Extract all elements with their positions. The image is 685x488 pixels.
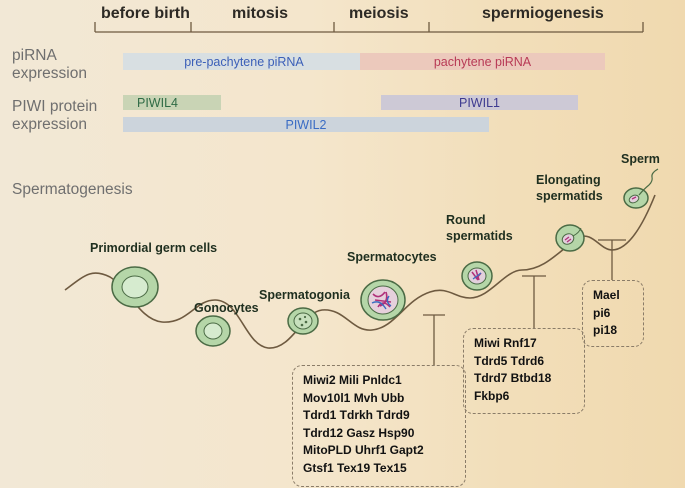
piwi-label-line1: PIWI protein: [12, 98, 98, 115]
stage-before-birth: before birth: [101, 5, 190, 22]
gene-box-late: Mael pi6 pi18: [582, 280, 644, 347]
pre-pachytene-pirna-label: pre-pachytene piRNA: [184, 54, 304, 69]
pre-pachytene-pirna-bar: pre-pachytene piRNA: [123, 53, 365, 70]
gonocytes-label: Gonocytes: [194, 301, 259, 315]
elongating-spermatid-cell: [555, 224, 585, 252]
round-spermatids-line2: spermatids: [446, 229, 513, 243]
gene-line: Gtsf1 Tex19 Tex15: [303, 460, 407, 475]
stage-timeline: [94, 22, 644, 33]
piwil4-bar: PIWIL4: [123, 95, 221, 110]
gene-line: pi6: [593, 305, 611, 320]
spermatogonia-label: Spermatogonia: [259, 288, 350, 302]
pirna-expression-label: piRNA expression: [12, 47, 87, 83]
piwi-label-line2: expression: [12, 116, 87, 133]
piwil4-label: PIWIL4: [137, 95, 178, 110]
gene-box-early: Miwi2 Mili Pnldc1 Mov10l1 Mvh Ubb Tdrd1 …: [292, 365, 466, 487]
stage-spermiogenesis: spermiogenesis: [482, 5, 604, 22]
gene-box-connectors: [423, 239, 626, 365]
gene-line: Tdrd7 Btbd18: [474, 371, 552, 385]
gene-line: Miwi Rnf17: [474, 336, 537, 350]
gene-line: Miwi2 Mili Pnldc1: [303, 373, 402, 387]
stage-meiosis: meiosis: [349, 5, 409, 22]
pirna-label-line2: expression: [12, 65, 87, 82]
spermatocyte-cell: [360, 279, 406, 321]
gene-line: Mov10l1 Mvh Ubb: [303, 390, 405, 405]
elongating-spermatids-line1: Elongating: [536, 173, 601, 187]
sperm-cell: [623, 168, 659, 209]
gene-line: MitoPLD Uhrf1 Gapt2: [303, 443, 424, 457]
gene-box-pachytene: Miwi Rnf17 Tdrd5 Tdrd6 Tdrd7 Btbd18 Fkbp…: [463, 328, 585, 414]
stage-mitosis: mitosis: [232, 5, 289, 22]
piwil1-bar: PIWIL1: [381, 95, 578, 110]
spermatogonium-cell: [287, 307, 319, 335]
gene-line: Tdrd12 Gasz Hsp90: [303, 425, 415, 440]
primordial-germ-cell: [111, 266, 159, 308]
piwi-expression-label: PIWI protein expression: [12, 98, 97, 134]
elongating-spermatids-line2: spermatids: [536, 189, 603, 203]
round-spermatid-cell: [461, 261, 493, 291]
round-spermatids-line1: Round: [446, 213, 486, 227]
pirna-label-line1: piRNA: [12, 47, 57, 64]
sperm-label: Sperm: [621, 152, 660, 166]
gene-line: Mael: [593, 288, 620, 302]
spermatogenesis-label: Spermatogenesis: [12, 181, 133, 198]
seminiferous-wave: [64, 194, 656, 349]
gene-line: Fkbp6: [474, 388, 510, 403]
elongating-spermatids-label: Elongating spermatids: [536, 172, 603, 204]
gene-line: Tdrd1 Tdrkh Tdrd9: [303, 408, 410, 422]
round-spermatids-label: Round spermatids: [446, 212, 513, 244]
piwil2-label: PIWIL2: [285, 117, 327, 132]
gonocyte-cell: [195, 315, 231, 347]
spermatocytes-label: Spermatocytes: [347, 250, 437, 264]
piwil2-bar: PIWIL2: [123, 117, 489, 132]
gene-line: pi18: [593, 323, 618, 337]
pachytene-pirna-bar: pachytene piRNA: [360, 53, 605, 70]
pachytene-pirna-label: pachytene piRNA: [433, 54, 532, 69]
piwil1-label: PIWIL1: [459, 95, 500, 110]
primordial-germ-cells-label: Primordial germ cells: [90, 241, 218, 255]
gene-line: Tdrd5 Tdrd6: [474, 353, 545, 368]
